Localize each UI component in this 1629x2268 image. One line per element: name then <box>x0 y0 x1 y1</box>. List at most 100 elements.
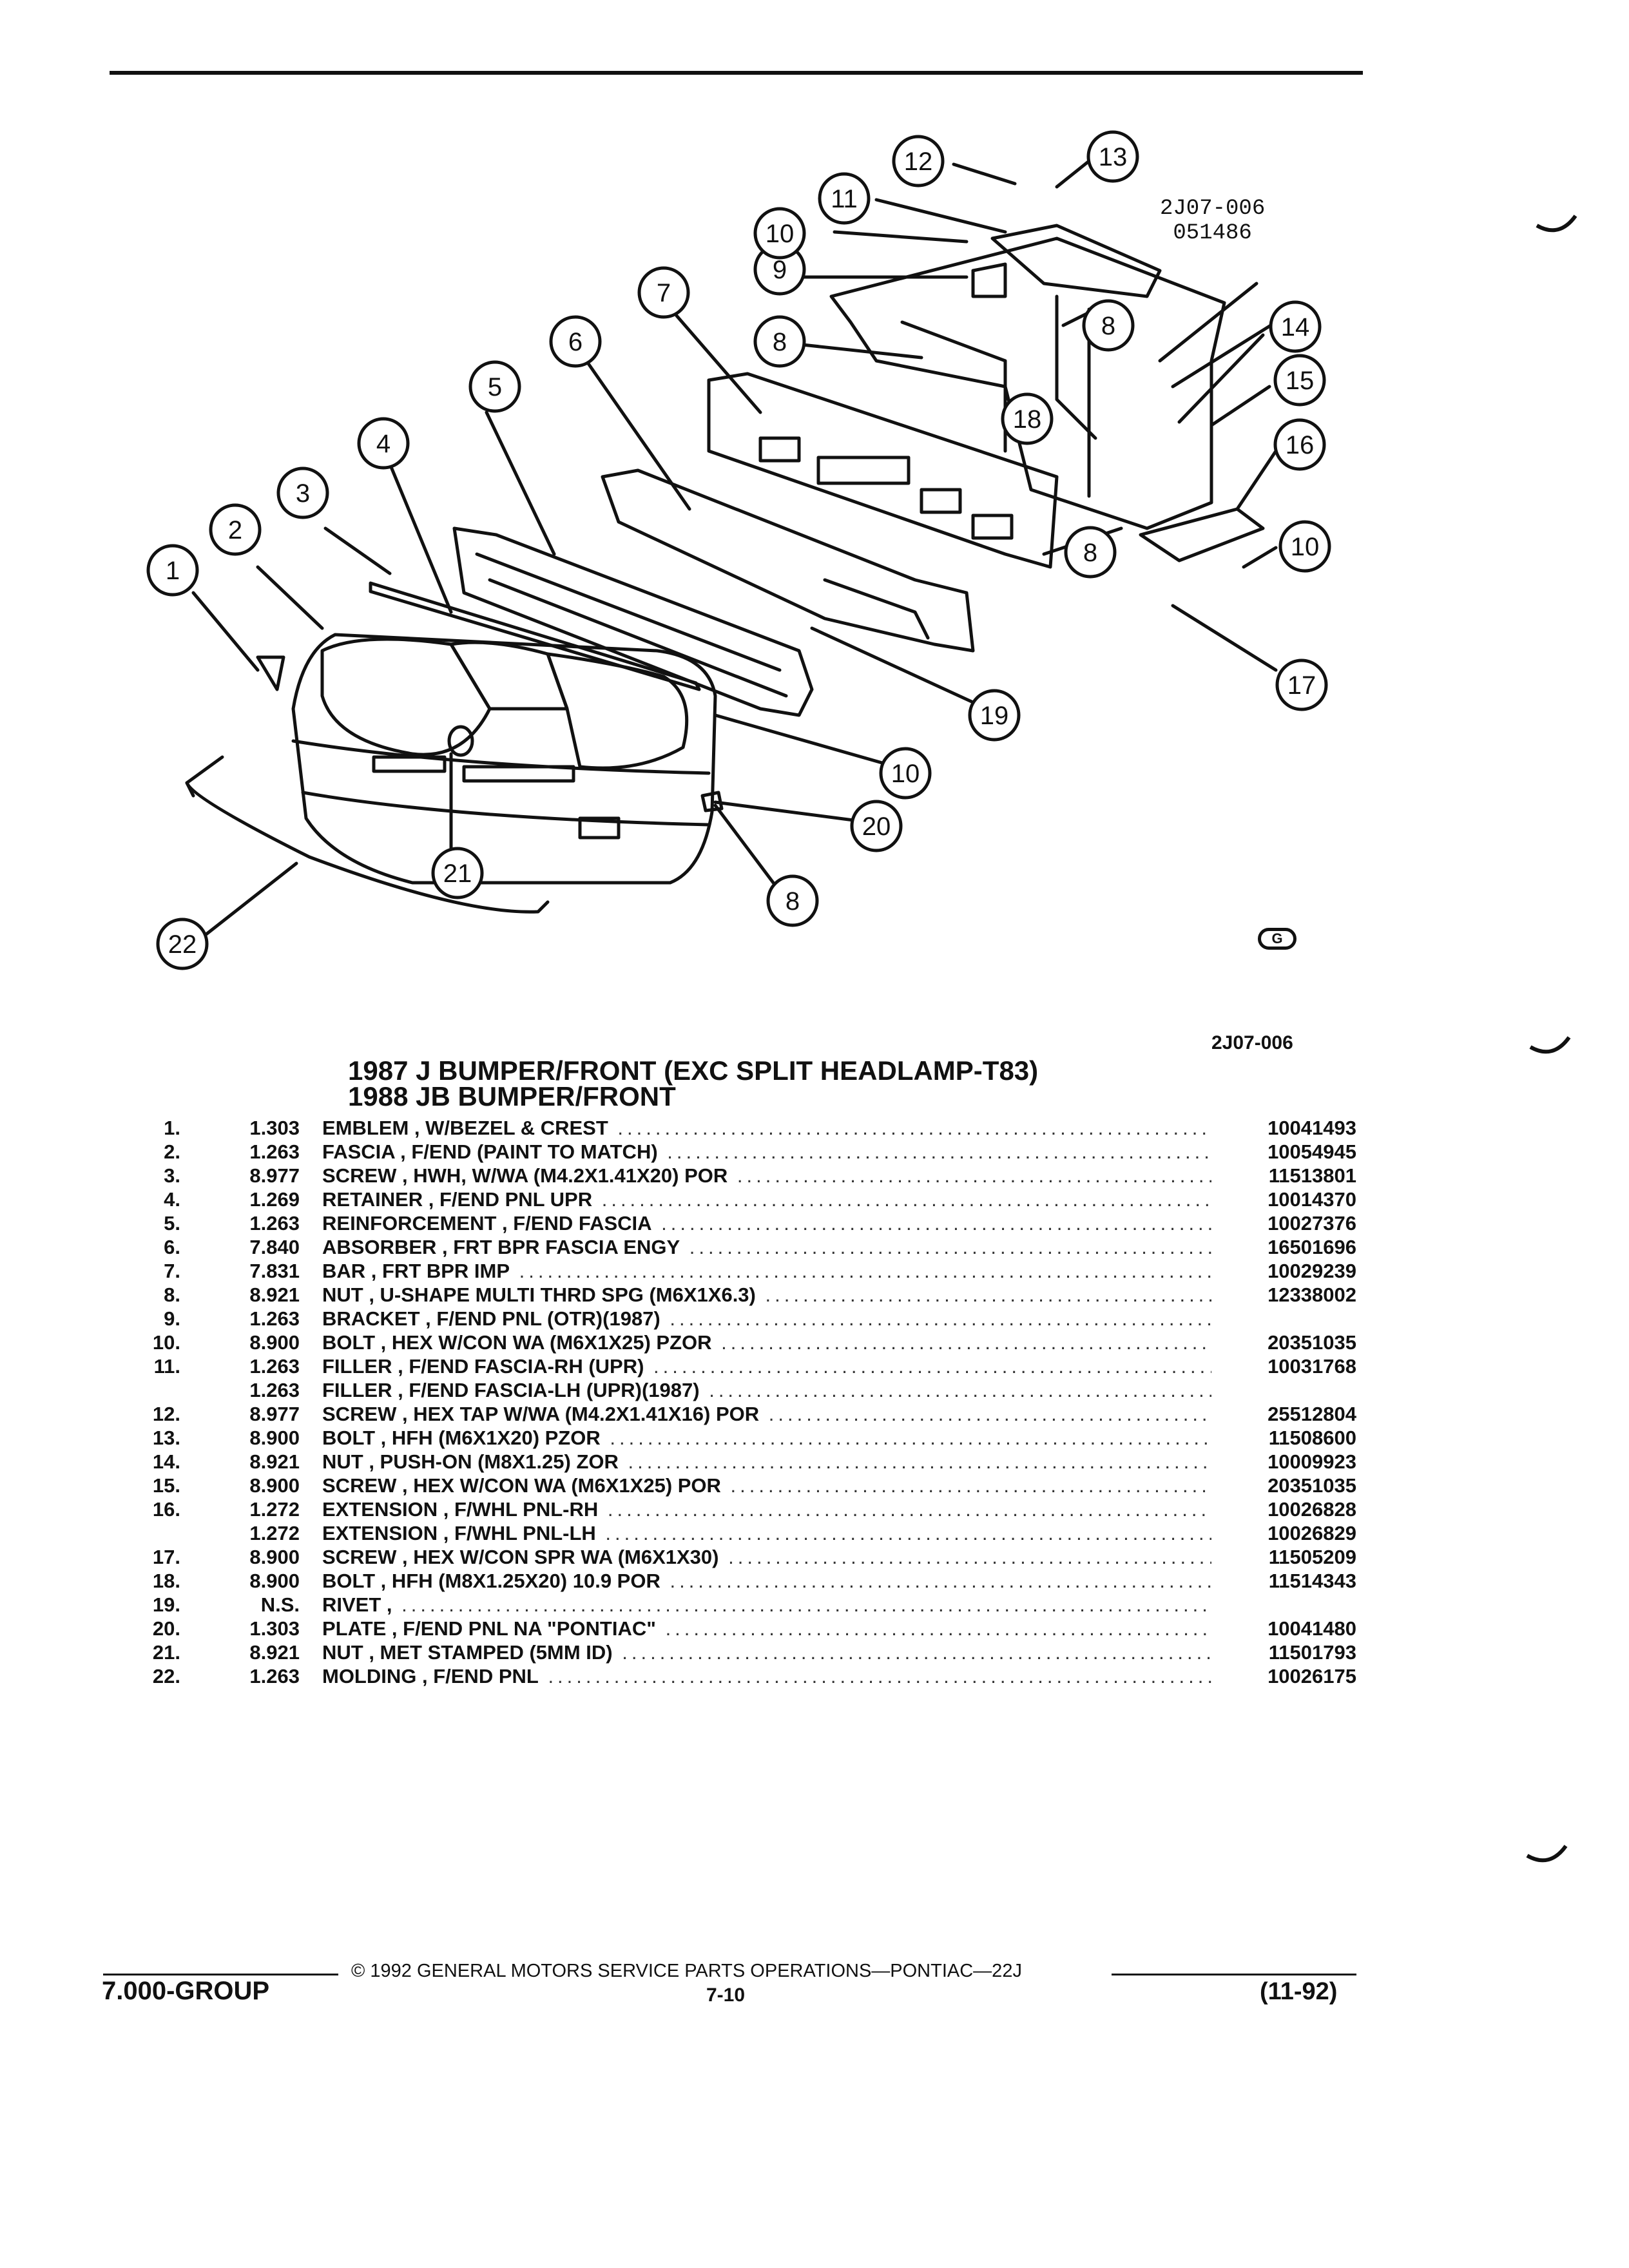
part-number: 20351035 <box>1268 1474 1356 1497</box>
part-group-code: 8.921 <box>249 1641 300 1664</box>
callout-8d: 8 <box>786 887 800 916</box>
part-group-code: 1.263 <box>249 1355 300 1378</box>
part-row: 1.263 FILLER , F/END FASCIA-LH (UPR)(1987… <box>0 1378 1629 1402</box>
callout-3: 3 <box>296 479 310 508</box>
part-description: EXTENSION , F/WHL PNL-LH ...............… <box>322 1522 1211 1544</box>
callout-6: 6 <box>568 328 583 356</box>
part-number-index: 10. <box>152 1331 180 1354</box>
gm-logo-mark: G <box>1258 928 1296 950</box>
callout-4: 4 <box>376 430 390 458</box>
part-number-index: 13. <box>152 1427 180 1449</box>
part-group-code: 8.977 <box>249 1403 300 1425</box>
part-number-index: 17. <box>152 1546 180 1568</box>
callout-15: 15 <box>1286 367 1315 395</box>
part-number: 11501793 <box>1268 1641 1356 1664</box>
group-label: 7.000-GROUP <box>102 1977 270 2005</box>
part-description: BOLT , HEX W/CON WA (M6X1X25) PZOR .....… <box>322 1331 1211 1354</box>
callout-9: 9 <box>773 256 787 284</box>
part-description: ABSORBER , FRT BPR FASCIA ENGY .........… <box>322 1236 1211 1258</box>
callout-10: 10 <box>766 220 795 248</box>
part-group-code: 8.921 <box>249 1450 300 1473</box>
part-number-index: 22. <box>152 1665 180 1687</box>
part-description: EXTENSION , F/WHL PNL-RH ...............… <box>322 1498 1211 1521</box>
part-number: 16501696 <box>1268 1236 1356 1258</box>
callout-21: 21 <box>443 860 472 888</box>
part-number-index: 12. <box>152 1403 180 1425</box>
part-number: 10041480 <box>1268 1617 1356 1640</box>
part-number: 10014370 <box>1268 1188 1356 1211</box>
part-number: 11508600 <box>1268 1427 1356 1449</box>
part-number-index: 19. <box>152 1593 180 1616</box>
callout-5: 5 <box>488 373 502 401</box>
diagram-code-bottom: 2J07-006 <box>1211 1032 1293 1053</box>
callout-19: 19 <box>980 702 1009 730</box>
callout-13: 13 <box>1099 143 1128 171</box>
part-number-index: 3. <box>164 1164 180 1187</box>
part-row: 10. 8.900 BOLT , HEX W/CON WA (M6X1X25) PZ… <box>0 1331 1629 1354</box>
part-number: 10031768 <box>1268 1355 1356 1378</box>
callout-10c: 10 <box>891 760 920 788</box>
part-number-index: 8. <box>164 1283 180 1306</box>
part-description: NUT , MET STAMPED (5MM ID) .............… <box>322 1641 1211 1664</box>
filler-part <box>990 224 1162 298</box>
absorber-part <box>601 468 975 653</box>
callout-16: 16 <box>1286 431 1315 459</box>
part-number: 10026828 <box>1268 1498 1356 1521</box>
part-description: NUT , PUSH-ON (M8X1.25) ZOR ............… <box>322 1450 1211 1473</box>
part-number-index: 11. <box>153 1355 180 1378</box>
part-group-code: 1.303 <box>249 1117 300 1139</box>
part-number-index: 20. <box>152 1617 180 1640</box>
part-number-index: 21. <box>152 1641 180 1664</box>
part-group-code: 1.263 <box>249 1307 300 1330</box>
part-number: 10026175 <box>1268 1665 1356 1687</box>
page-title: 1987 J BUMPER/FRONT (EXC SPLIT HEADLAMP-… <box>348 1057 1038 1110</box>
impact-bar-part <box>707 372 1059 569</box>
part-number: 10054945 <box>1268 1140 1356 1163</box>
exploded-parts-diagram: 1 2 3 4 5 6 7 8 8 8 8 9 10 10 10 11 12 1… <box>146 130 1331 970</box>
part-number-index: 4. <box>164 1188 180 1211</box>
part-description: FILLER , F/END FASCIA-LH (UPR)(1987) ...… <box>322 1379 1211 1401</box>
part-row: 21. 8.921 NUT , MET STAMPED (5MM ID) .....… <box>0 1640 1629 1664</box>
part-number-index: 16. <box>152 1498 180 1521</box>
molding-part <box>185 755 550 914</box>
diagram-code-line1: 2J07-006 <box>1160 197 1266 221</box>
callout-8c: 8 <box>1083 539 1097 567</box>
callout-22: 22 <box>168 930 197 959</box>
part-description: NUT , U-SHAPE MULTI THRD SPG (M6X1X6.3) … <box>322 1283 1211 1306</box>
part-group-code: 1.272 <box>249 1522 300 1544</box>
diagram-code-top: 2J07-006 051486 <box>1160 197 1265 245</box>
part-number-index: 2. <box>164 1140 180 1163</box>
part-group-code: 1.272 <box>249 1498 300 1521</box>
part-number-index: 9. <box>164 1307 180 1330</box>
part-group-code: 1.263 <box>249 1379 300 1401</box>
part-number: 20351035 <box>1268 1331 1356 1354</box>
part-group-code: 1.269 <box>249 1188 300 1211</box>
part-number-index: 6. <box>164 1236 180 1258</box>
part-row: 16. 1.272 EXTENSION , F/WHL PNL-RH .......… <box>0 1497 1629 1521</box>
part-group-code: 7.831 <box>249 1260 300 1282</box>
callout-11: 11 <box>831 185 858 213</box>
footer-rule-left <box>103 1974 338 1975</box>
part-description: BRACKET , F/END PNL (OTR)(1987) ........… <box>322 1307 1211 1330</box>
part-group-code: 8.921 <box>249 1283 300 1306</box>
part-row: 9. 1.263 BRACKET , F/END PNL (OTR)(1987) .… <box>0 1307 1629 1331</box>
part-number-index: 1. <box>164 1117 180 1139</box>
part-group-code: 8.900 <box>249 1331 300 1354</box>
part-description: REINFORCEMENT , F/END FASCIA ...........… <box>322 1212 1211 1235</box>
part-number: 10029239 <box>1268 1260 1356 1282</box>
part-number: 11505209 <box>1268 1546 1356 1568</box>
part-group-code: 1.263 <box>249 1665 300 1687</box>
part-description: SCREW , HEX W/CON WA (M6X1X25) POR .....… <box>322 1474 1211 1497</box>
part-row: 19.N.S.RIVET , .........................… <box>0 1593 1629 1617</box>
part-number: 10009923 <box>1268 1450 1356 1473</box>
part-group-code: 8.977 <box>249 1164 300 1187</box>
reinforcement-part <box>452 526 814 717</box>
